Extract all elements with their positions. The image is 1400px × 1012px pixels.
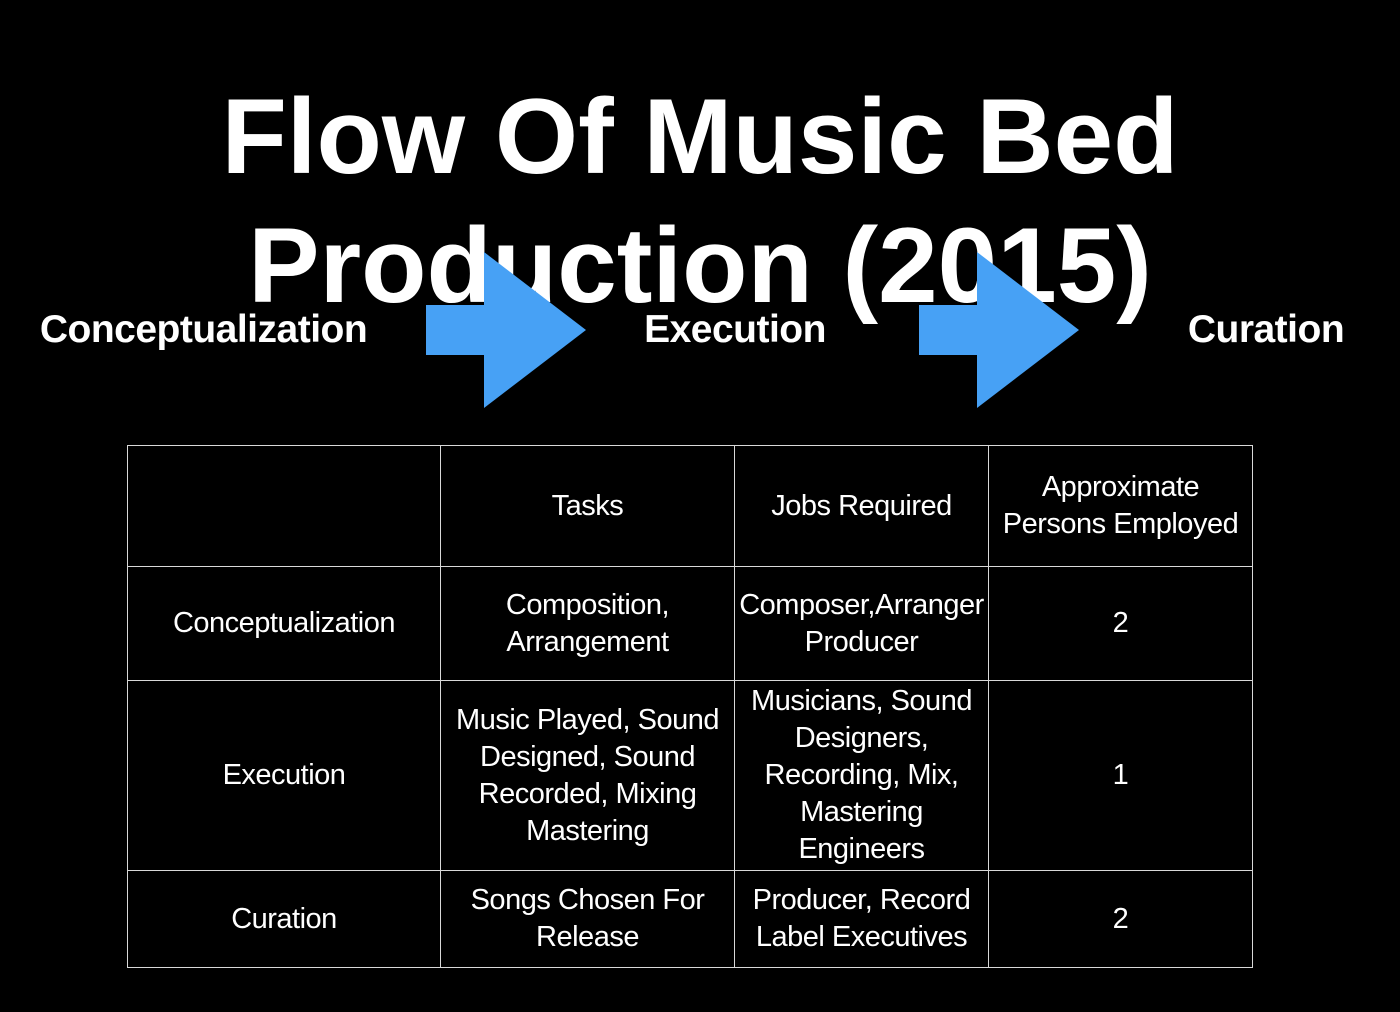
arrow-tail: [919, 305, 977, 355]
flow-stage-conceptualization: Conceptualization: [39, 308, 368, 351]
arrow-head: [977, 252, 1079, 408]
title-line-1: Flow Of Music Bed: [221, 75, 1179, 196]
flow-arrow-icon: [426, 252, 586, 408]
jobs-cell: Producer, Record Label Executives: [734, 870, 989, 968]
stage-cell: Curation: [127, 870, 441, 968]
jobs-cell: Composer,Arranger Producer: [734, 566, 989, 681]
col-header-jobs: Jobs Required: [734, 445, 989, 567]
stage-cell: Execution: [127, 680, 441, 871]
col-header-persons: Approximate Persons Employed: [988, 445, 1253, 567]
header-row: Tasks Jobs Required Approximate Persons …: [127, 445, 1253, 567]
stage-cell: Conceptualization: [127, 566, 441, 681]
arrow-tail: [426, 305, 484, 355]
persons-cell: 2: [988, 870, 1253, 968]
tasks-cell: Songs Chosen For Release: [440, 870, 735, 968]
tasks-cell: Composition, Arrangement: [440, 566, 735, 681]
jobs-cell: Musicians, Sound Designers, Recording, M…: [734, 680, 989, 871]
production-table: Tasks Jobs Required Approximate Persons …: [127, 445, 1253, 968]
table-row: Execution Music Played, Sound Designed, …: [127, 680, 1253, 871]
table-row: Curation Songs Chosen For Release Produc…: [127, 870, 1253, 968]
flow-stage-execution: Execution: [644, 308, 826, 351]
tasks-cell: Music Played, Sound Designed, Sound Reco…: [440, 680, 735, 871]
col-header-tasks: Tasks: [440, 445, 735, 567]
table-row: Conceptualization Composition, Arrangeme…: [127, 566, 1253, 681]
flow-stage-curation: Curation: [1187, 308, 1345, 351]
arrow-head: [484, 252, 586, 408]
col-header-stage: [127, 445, 441, 567]
persons-cell: 2: [988, 566, 1253, 681]
flow-arrow-icon: [919, 252, 1079, 408]
persons-cell: 1: [988, 680, 1253, 871]
